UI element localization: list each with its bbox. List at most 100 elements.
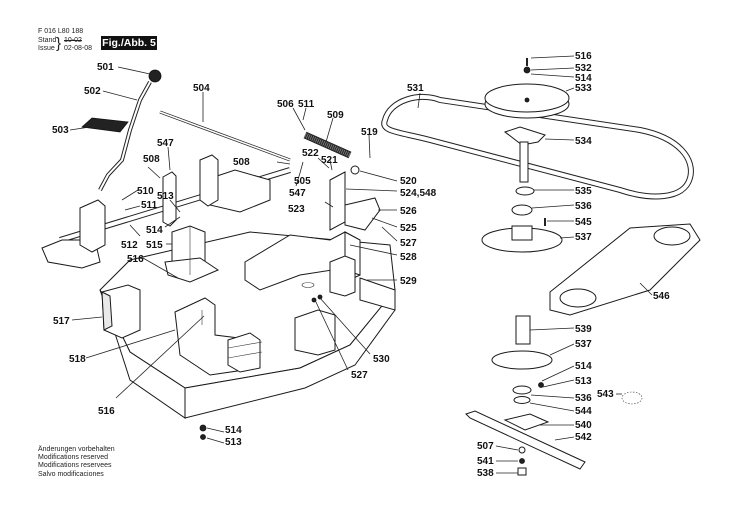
callout-506: 506	[277, 99, 294, 110]
callout-538: 538	[477, 468, 494, 479]
callout-537-bottom: 537	[575, 339, 592, 350]
notice-es: Salvo modificaciones	[38, 470, 104, 478]
callout-522: 522	[302, 148, 319, 159]
flange-534	[503, 126, 546, 183]
callout-529: 529	[400, 276, 417, 287]
callout-547-right: 547	[289, 188, 306, 199]
callout-532: 532	[575, 63, 592, 74]
modifications-notice: Änderungen vorbehalten Modifications res…	[38, 446, 115, 479]
callout-516-top: 516	[575, 51, 592, 62]
pulley-533	[484, 83, 570, 119]
callout-535: 535	[575, 186, 592, 197]
bolt-538	[517, 467, 527, 476]
callout-514-top: 514	[146, 225, 163, 236]
callout-511-top: 511	[298, 99, 315, 110]
leader-lines	[69, 55, 653, 474]
callout-524-548: 524,548	[400, 188, 437, 199]
part-number: F 016 L80 188	[38, 28, 84, 35]
callout-530: 530	[373, 354, 390, 365]
callout-517: 517	[53, 316, 70, 327]
callout-536-top: 536	[575, 201, 592, 212]
cap-535	[515, 186, 535, 196]
bearing-544	[513, 396, 531, 404]
lever-502	[98, 81, 152, 191]
bearing-536-bottom	[512, 385, 532, 395]
notice-fr: Modifications reservees	[38, 462, 112, 470]
callout-514-right: 514	[575, 361, 592, 372]
struck-revision: 10-02	[64, 37, 82, 44]
callout-539: 539	[575, 324, 592, 335]
callout-527-top: 527	[400, 238, 417, 249]
callout-542: 542	[575, 432, 592, 443]
callout-547-left: 547	[157, 138, 174, 149]
shaft-539	[515, 315, 531, 345]
housing-537-top	[481, 225, 563, 253]
callout-536-bottom: 536	[575, 393, 592, 404]
belt-531	[381, 93, 694, 200]
knob-501	[148, 69, 162, 83]
callout-514-top-right: 514	[575, 73, 592, 84]
callout-519: 519	[361, 127, 378, 138]
discharge-chute-517	[101, 284, 141, 339]
callout-510: 510	[137, 186, 154, 197]
callout-508-left: 508	[143, 154, 160, 165]
callout-labels: 501 502 503 504 506 511 509 519 547 508 …	[52, 51, 670, 479]
callout-520: 520	[400, 176, 417, 187]
callout-546: 546	[653, 291, 670, 302]
callout-543: 543	[597, 389, 614, 400]
issue-label: Issue	[38, 45, 55, 52]
callout-545: 545	[575, 217, 592, 228]
callout-534: 534	[575, 136, 592, 147]
notice-de: Änderungen vorbehalten	[38, 446, 115, 453]
ball-520	[350, 165, 360, 175]
callout-516-bottom: 516	[98, 406, 115, 417]
callout-523: 523	[288, 204, 305, 215]
callout-516-mid: 516	[127, 254, 144, 265]
spring-503	[81, 117, 129, 133]
plate-546	[549, 223, 701, 316]
callout-544: 544	[575, 406, 592, 417]
washer-541	[519, 458, 525, 464]
callout-525: 525	[400, 223, 417, 234]
right-foot-bracket	[199, 154, 271, 213]
callout-501: 501	[97, 62, 114, 73]
callout-527-bottom: 527	[351, 370, 368, 381]
washer-507	[518, 446, 526, 454]
nut-513-right	[538, 382, 544, 388]
callout-533: 533	[575, 83, 592, 94]
callout-540: 540	[575, 420, 592, 431]
callout-541: 541	[477, 456, 494, 467]
figure-label: Fig./Abb. 5	[101, 36, 157, 50]
blade-542	[465, 410, 586, 470]
spring-509	[303, 131, 352, 159]
callout-507: 507	[477, 441, 494, 452]
callout-521: 521	[321, 155, 338, 166]
callout-512: 512	[121, 240, 138, 251]
callout-511-mid: 511	[141, 200, 158, 211]
nut-bottom	[200, 434, 206, 440]
callout-528: 528	[400, 252, 417, 263]
notice-en: Modifications reserved	[38, 454, 109, 462]
housing-537-bottom	[491, 350, 553, 370]
bolt-bottom	[199, 424, 207, 432]
callout-526: 526	[400, 206, 417, 217]
brace-icon: }	[56, 35, 62, 52]
bracket-515	[164, 225, 220, 283]
callout-508-right: 508	[233, 157, 250, 168]
front-bracket-518	[174, 297, 263, 376]
callout-505: 505	[294, 176, 311, 187]
bearing-536-top	[511, 204, 533, 216]
left-foot-bracket	[41, 199, 106, 269]
rod-504	[159, 110, 291, 162]
callout-513-top: 513	[157, 191, 174, 202]
callout-531: 531	[407, 83, 424, 94]
callout-518: 518	[69, 354, 86, 365]
bracket-524	[329, 171, 381, 231]
callout-515: 515	[146, 240, 163, 251]
nut-532	[523, 66, 531, 74]
callout-514-bottom: 514	[225, 425, 242, 436]
callout-504: 504	[193, 83, 210, 94]
callout-513-bottom: 513	[225, 437, 242, 448]
stand-label: Stand	[38, 37, 57, 44]
